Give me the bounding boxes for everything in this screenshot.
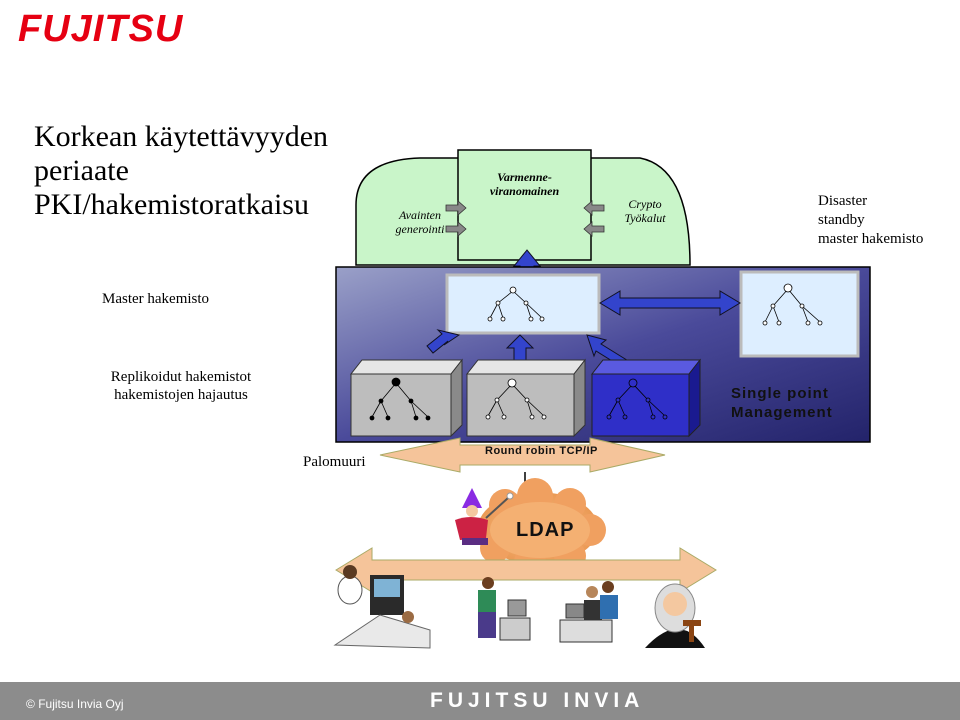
copyright-symbol: © (26, 697, 35, 711)
ldap-cloud (478, 478, 606, 578)
pki-small-arrows (445, 200, 605, 237)
footer-bar (0, 682, 960, 720)
master-standby-arrow (599, 290, 741, 316)
judge-clipart (645, 583, 705, 648)
tree-replica-2 (485, 378, 547, 420)
round-robin-label: Round robin TCP/IP (485, 445, 598, 457)
replica-cube-1 (349, 358, 464, 438)
tree-replica-3 (606, 378, 668, 420)
tree-replica-1 (369, 377, 431, 421)
fujitsu-logo: FUJITSU (18, 8, 184, 50)
wizard-clipart (455, 488, 514, 545)
office-worker-clipart (478, 577, 531, 641)
team-clipart (559, 581, 618, 643)
master-directory-label: Master hakemisto (102, 291, 210, 307)
doctor-clipart (333, 565, 431, 649)
replica-cube-2 (465, 358, 587, 438)
crypto-tools-label: Crypto Työkalut (624, 197, 666, 225)
replica-cube-3 (590, 358, 702, 438)
footer-brand: FUJITSU INVIA (430, 689, 645, 712)
copyright-owner: Fujitsu Invia Oyj (38, 697, 124, 711)
pki-ca-box (457, 149, 592, 261)
single-point-management-label: Single point Management (731, 385, 833, 421)
tree-master (487, 286, 545, 322)
key-generation-label: Avainten generointi (395, 208, 445, 236)
disaster-standby-label: Disaster standby master hakemisto (818, 193, 924, 247)
standby-directory-box (739, 270, 860, 358)
firewall-arrow (379, 437, 666, 473)
tree-standby (762, 283, 823, 326)
replicated-directories-label: Replikoidut hakemistot hakemistojen haja… (110, 369, 252, 403)
firewall-label: Palomuuri (303, 454, 366, 470)
page-title: Korkean käytettävyyden periaate PKI/hake… (34, 120, 329, 221)
master-directory-box (445, 273, 601, 335)
certificate-authority-label: Varmenne- viranomainen (489, 170, 560, 198)
ldap-label: LDAP (516, 519, 575, 541)
copyright-text: © Fujitsu Invia Oyj (26, 697, 124, 711)
replica-arrow-left (426, 329, 461, 354)
